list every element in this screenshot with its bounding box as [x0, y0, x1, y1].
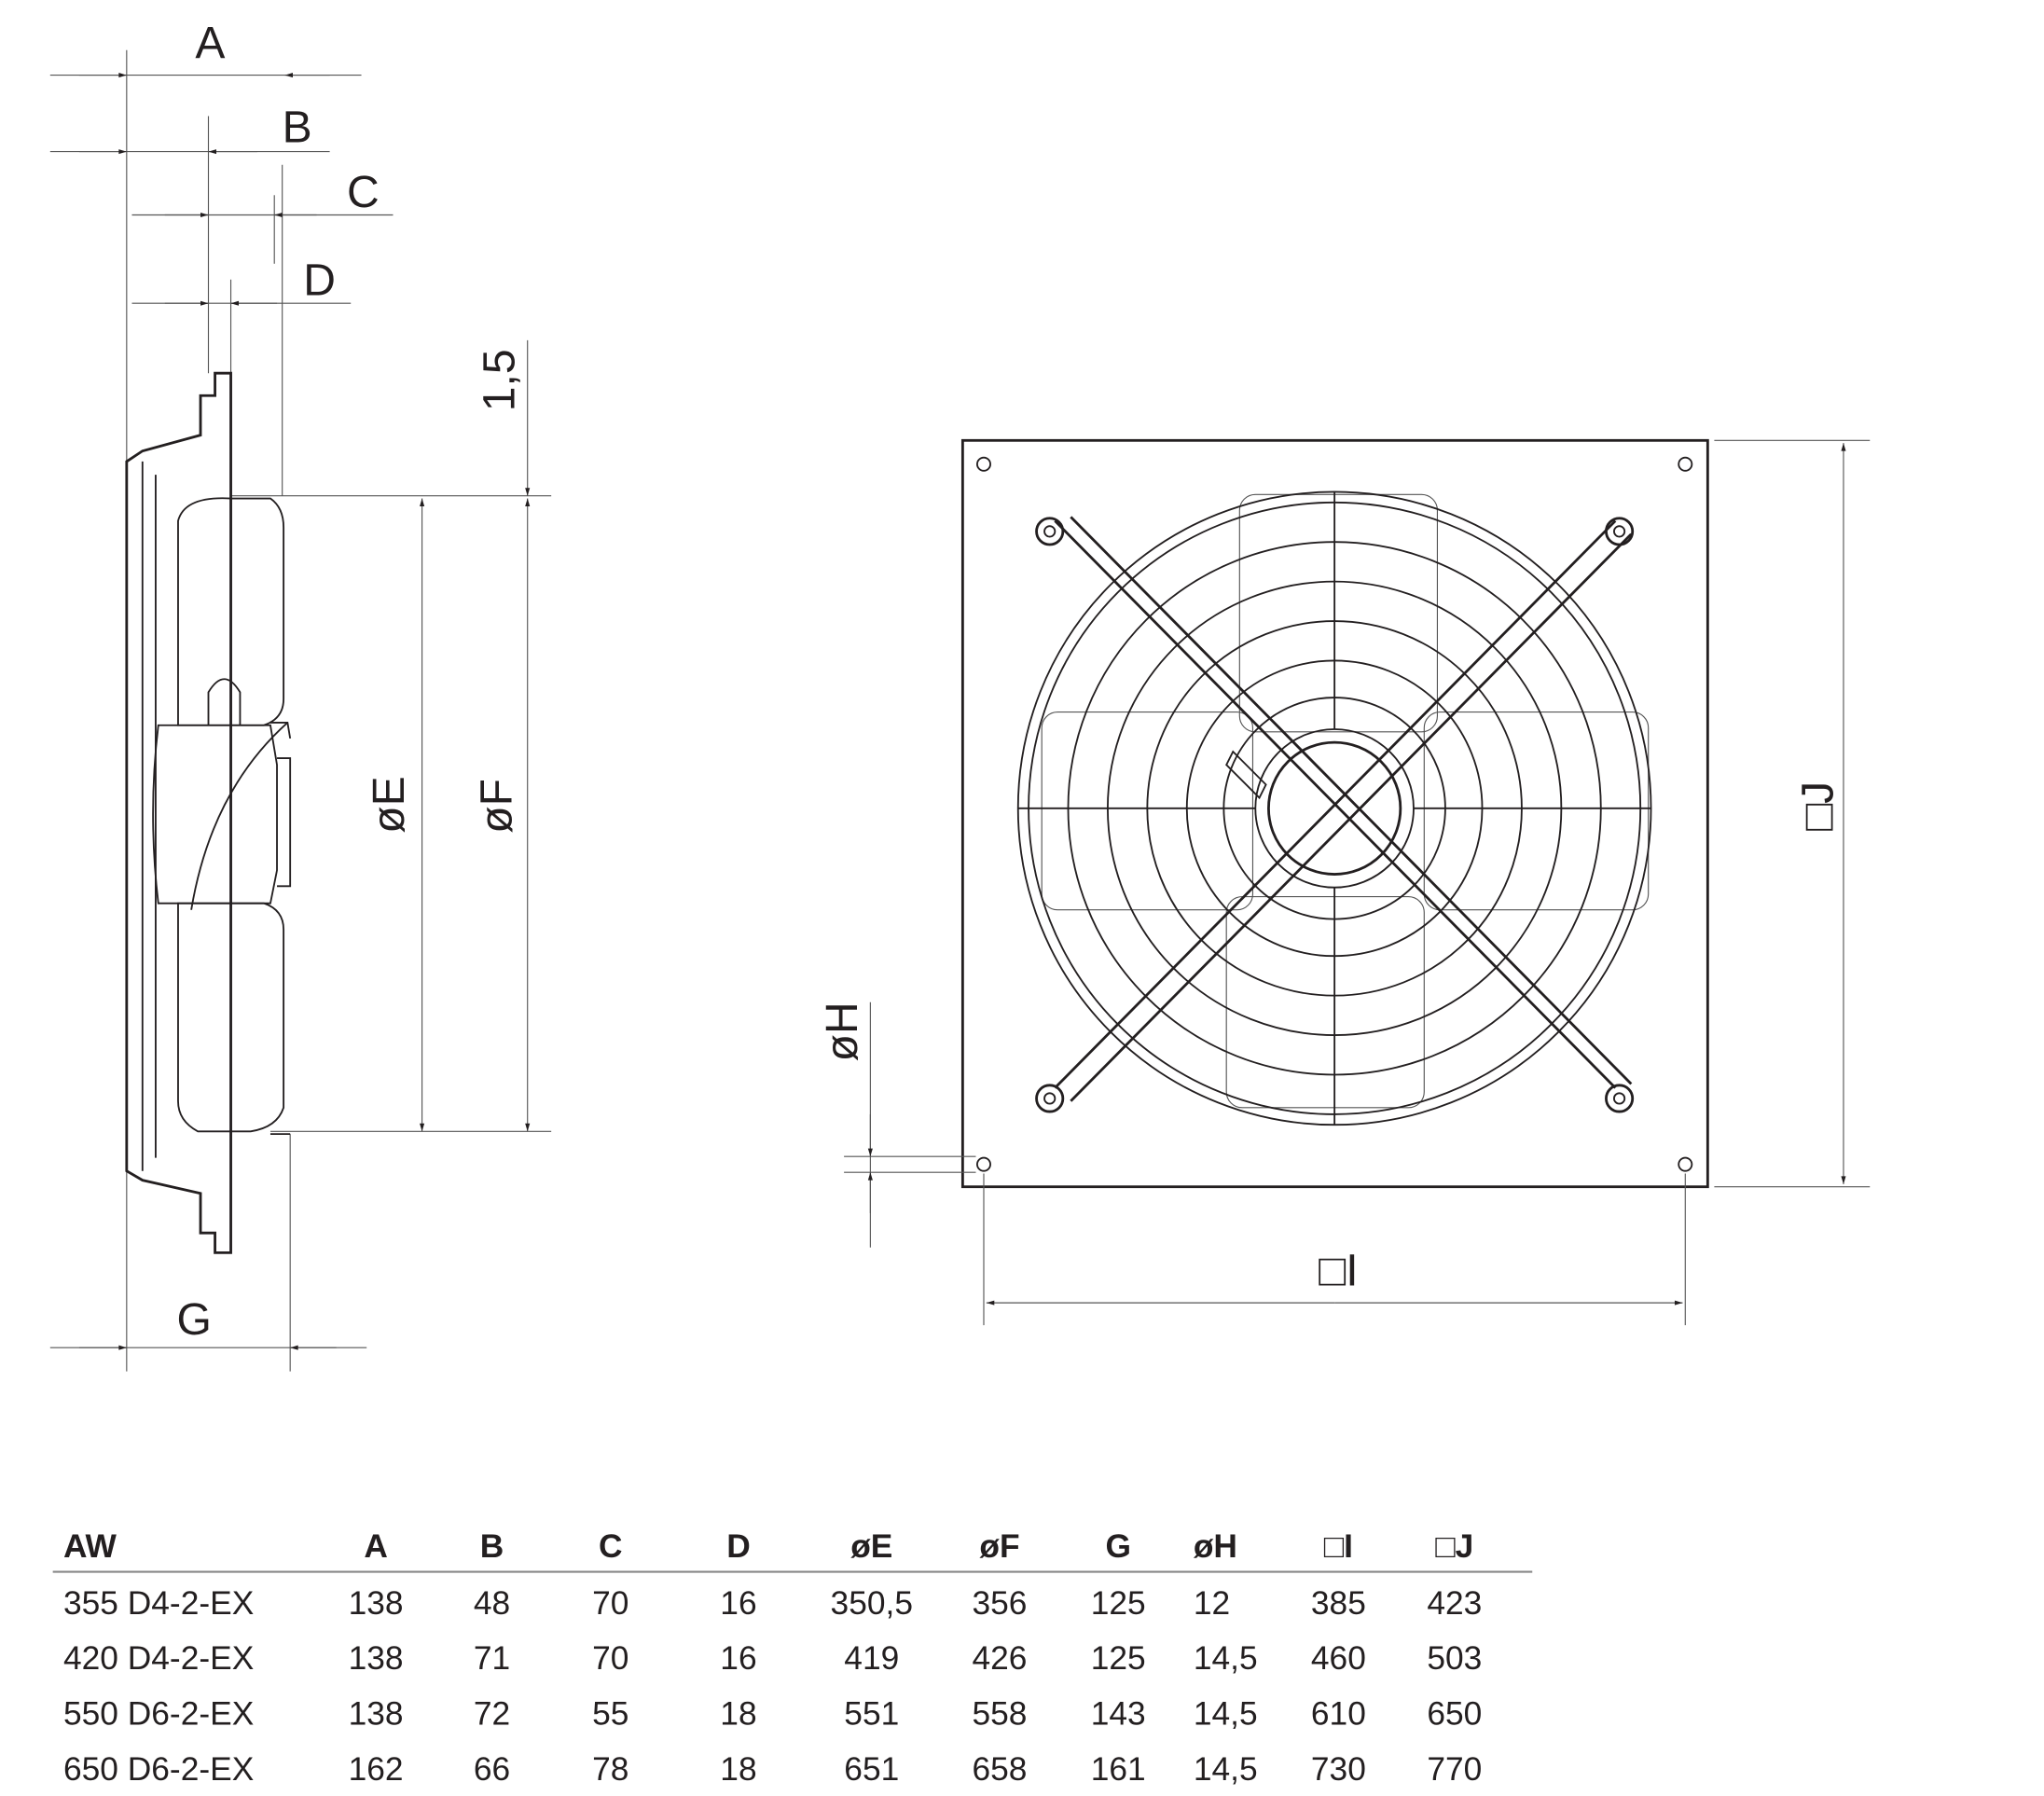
- table-header-cell: C: [599, 1528, 623, 1565]
- table-cell: 356: [972, 1585, 1027, 1622]
- table-cell: 162: [349, 1751, 404, 1788]
- table-cell: 71: [474, 1640, 510, 1677]
- dimension-I: □I: [983, 1173, 1686, 1326]
- dimension-gap: 1,5: [475, 339, 531, 496]
- table-row-model: 650 D6-2-EX: [63, 1751, 254, 1788]
- table-cell: 18: [720, 1751, 756, 1788]
- front-view: □J □I øH: [817, 438, 1871, 1326]
- table-cell: 350,5: [831, 1585, 913, 1622]
- label-I: □I: [1319, 1246, 1358, 1296]
- table-cell: 14,5: [1194, 1696, 1258, 1733]
- table-cell: 72: [474, 1696, 510, 1733]
- table-row-model: 550 D6-2-EX: [63, 1696, 254, 1733]
- support-struts: [1035, 516, 1635, 1113]
- label-H: øH: [817, 1002, 867, 1061]
- table-cell: 651: [844, 1751, 899, 1788]
- table-cell: 18: [720, 1696, 756, 1733]
- table-row-model: 355 D4-2-EX: [63, 1585, 254, 1622]
- table-cell: 125: [1091, 1640, 1146, 1677]
- label-F: øF: [472, 779, 522, 834]
- table-cell: 138: [349, 1696, 404, 1733]
- table-cell: 70: [592, 1585, 628, 1622]
- label-gap: 1,5: [475, 349, 525, 411]
- table-header-cell: øE: [850, 1528, 892, 1565]
- table-cell: 70: [592, 1640, 628, 1677]
- table-cell: 14,5: [1194, 1640, 1258, 1677]
- label-B: B: [283, 103, 312, 153]
- table-cell: 16: [720, 1640, 756, 1677]
- table-cell: 426: [972, 1640, 1027, 1677]
- table-header-cell: B: [480, 1528, 504, 1565]
- table-cell: 16: [720, 1585, 756, 1622]
- table-cell: 419: [844, 1640, 899, 1677]
- label-C: C: [347, 167, 380, 217]
- table-cell: 460: [1311, 1640, 1366, 1677]
- label-D: D: [303, 256, 336, 306]
- table-cell: 770: [1427, 1751, 1482, 1788]
- label-E: øE: [364, 776, 414, 833]
- table-cell: 138: [349, 1640, 404, 1677]
- table-cell: 423: [1427, 1585, 1482, 1622]
- side-view: A B C D 1,5 øE øF G: [49, 18, 552, 1372]
- table-cell: 12: [1194, 1585, 1230, 1622]
- dimension-H: øH: [817, 1002, 976, 1248]
- mounting-holes: [976, 456, 1693, 1172]
- table-cell: 385: [1311, 1585, 1366, 1622]
- motor-hub: [1267, 740, 1402, 876]
- dimension-E: øE: [364, 498, 425, 1132]
- terminal-box: [1225, 750, 1267, 800]
- dimension-J: □J: [1714, 439, 1871, 1188]
- label-J: □J: [1793, 781, 1844, 831]
- table-cell: 14,5: [1194, 1751, 1258, 1788]
- table-cell: 138: [349, 1585, 404, 1622]
- table-header-cell: □J: [1435, 1528, 1473, 1565]
- table-cell: 730: [1311, 1751, 1366, 1788]
- table-cell: 125: [1091, 1585, 1146, 1622]
- table-cell: 503: [1427, 1640, 1482, 1677]
- table-cell: 650: [1427, 1696, 1482, 1733]
- fan-blades: [1041, 493, 1650, 1109]
- table-cell: 658: [972, 1751, 1027, 1788]
- table-cell: 610: [1311, 1696, 1366, 1733]
- table-cell: 143: [1091, 1696, 1146, 1733]
- dimension-C: C: [131, 167, 394, 218]
- dimension-G: G: [49, 1294, 367, 1350]
- table-cell: 78: [592, 1751, 628, 1788]
- label-G: G: [177, 1294, 212, 1345]
- dimension-F: øF: [472, 498, 531, 1132]
- dimension-D: D: [131, 256, 352, 306]
- table-cell: 558: [972, 1696, 1027, 1733]
- table-row-model: 420 D4-2-EX: [63, 1640, 254, 1677]
- table-header-cell: D: [726, 1528, 751, 1565]
- label-A: A: [195, 18, 225, 68]
- table-cell: 66: [474, 1751, 510, 1788]
- table-header-cell: øF: [979, 1528, 1019, 1565]
- table-cell: 551: [844, 1696, 899, 1733]
- dimension-B: B: [49, 103, 330, 155]
- guard-rings: [1016, 490, 1652, 1126]
- table-cell: 161: [1091, 1751, 1146, 1788]
- table-header-cell: G: [1105, 1528, 1131, 1565]
- table-header-cell: □I: [1324, 1528, 1353, 1565]
- table-header-cell: A: [364, 1528, 388, 1565]
- dimension-A: A: [49, 18, 362, 78]
- table-header-cell: AW: [63, 1528, 117, 1565]
- table-header-cell: øH: [1194, 1528, 1237, 1565]
- table-cell: 55: [592, 1696, 628, 1733]
- table-cell: 48: [474, 1585, 510, 1622]
